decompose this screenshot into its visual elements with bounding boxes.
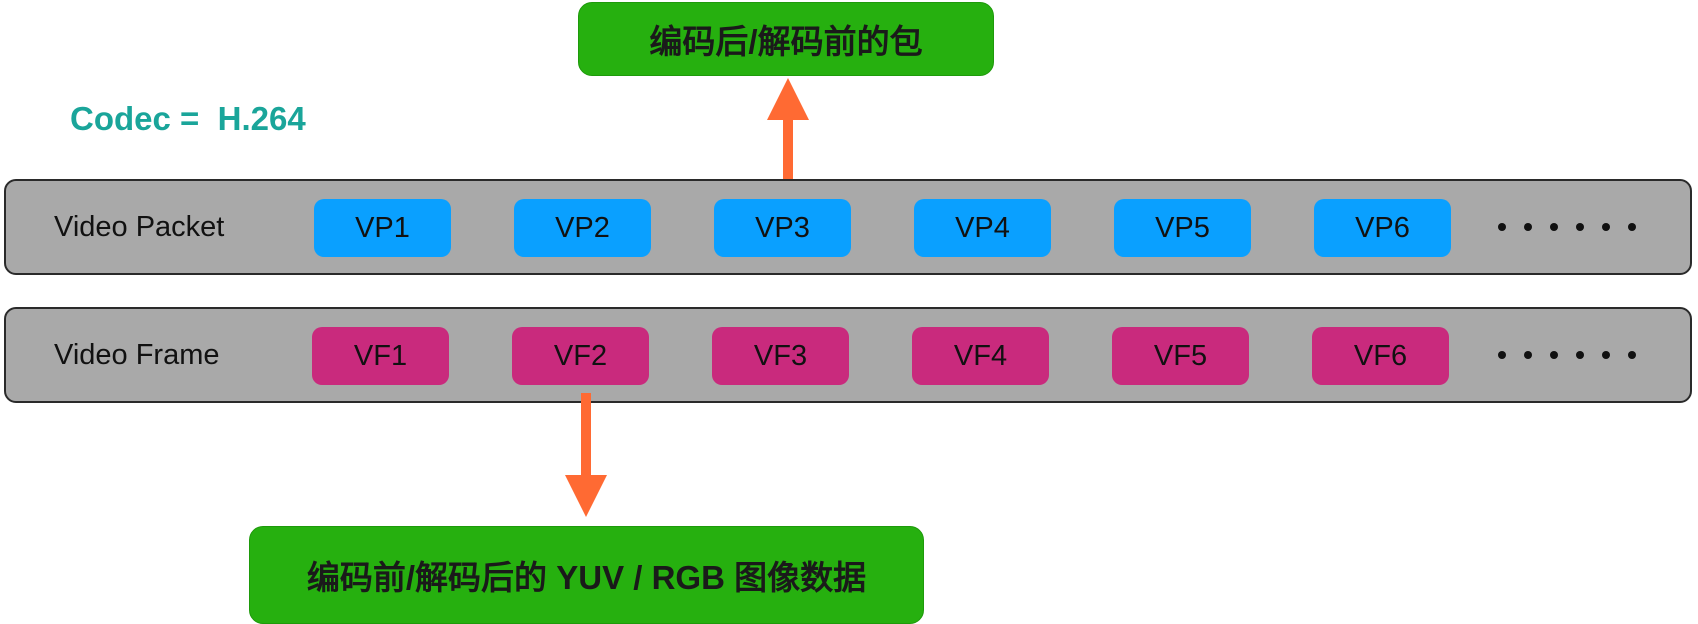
video-frame-row: Video Frame VF1 VF2 VF3 VF4 VF5 VF6 ....…	[4, 307, 1692, 403]
up-arrow	[767, 78, 809, 192]
video-frame-label: Video Frame	[54, 338, 220, 371]
packet-vp6: VP6	[1314, 199, 1451, 257]
raw-image-data-label: 编码前/解码后的 YUV / RGB 图像数据	[306, 559, 867, 596]
encoded-packet-box: 编码后/解码前的包	[578, 2, 994, 76]
svg-text:......: ......	[1494, 309, 1496, 310]
codec-label: Codec = H.264	[70, 100, 306, 137]
up-arrow-shaft	[783, 118, 793, 192]
raw-image-data-box: 编码前/解码后的 YUV / RGB 图像数据	[249, 526, 924, 624]
encoded-packet-label: 编码后/解码前的包	[649, 23, 923, 60]
frame-vf2: VF2	[512, 327, 649, 385]
down-arrow	[565, 393, 607, 517]
frame-vf6: VF6	[1312, 327, 1449, 385]
packet-vp2: VP2	[514, 199, 651, 257]
up-arrow-head	[767, 78, 809, 120]
frame-vf4: VF4	[912, 327, 1049, 385]
down-arrow-shaft	[581, 393, 591, 477]
packet-more-dots: ......	[1494, 181, 1636, 231]
packet-vp5: VP5	[1114, 199, 1251, 257]
svg-text:......: ......	[1494, 181, 1496, 182]
frame-vf5: VF5	[1112, 327, 1249, 385]
frame-more-dots: ......	[1494, 309, 1636, 359]
frame-vf3: VF3	[712, 327, 849, 385]
video-packet-label: Video Packet	[54, 210, 225, 243]
packet-vp1: VP1	[314, 199, 451, 257]
down-arrow-head	[565, 475, 607, 517]
packet-vp4: VP4	[914, 199, 1051, 257]
frame-vf1: VF1	[312, 327, 449, 385]
video-packet-row: Video Packet VP1 VP2 VP3 VP4 VP5 VP6 ...…	[4, 179, 1692, 275]
packet-vp3: VP3	[714, 199, 851, 257]
